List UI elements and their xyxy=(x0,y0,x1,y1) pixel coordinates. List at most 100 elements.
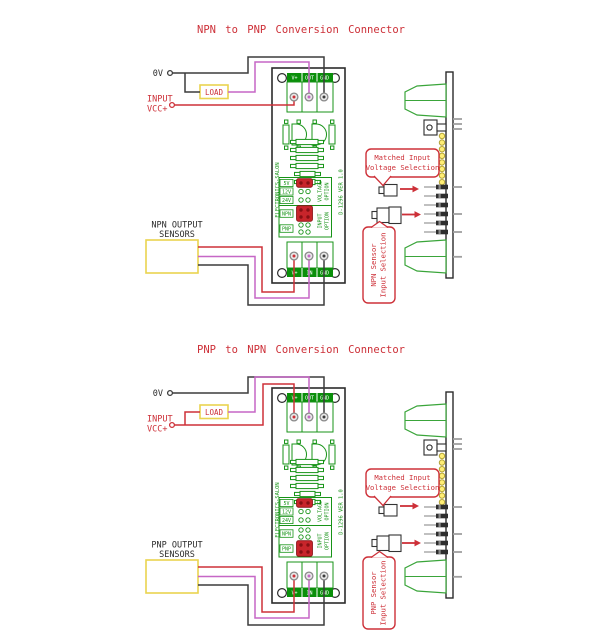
zero-v-terminal xyxy=(166,69,174,77)
wire-load-out xyxy=(228,376,310,417)
pin-shaft xyxy=(424,186,437,188)
sensors-box xyxy=(145,239,199,274)
pin-housing xyxy=(436,184,448,190)
board-pin-right xyxy=(453,443,462,445)
pin-housing xyxy=(436,522,448,528)
pin-highlight xyxy=(438,504,441,510)
terminal-screw-dot xyxy=(322,574,326,578)
pin-shaft xyxy=(424,515,437,517)
header-socket xyxy=(438,132,446,140)
header-socket-column xyxy=(438,132,446,186)
input-selection-arrow xyxy=(402,211,421,218)
pin-highlight xyxy=(438,531,441,537)
callout-input-line1: PNP Sensor xyxy=(369,571,378,615)
pin-highlight xyxy=(438,549,441,555)
mounting-hole xyxy=(277,392,288,403)
wire-sensor-vplus xyxy=(198,566,295,613)
callout-tail xyxy=(370,220,389,229)
pin-shaft xyxy=(424,506,437,508)
pin-shaft xyxy=(424,551,437,553)
diagram-npn-to-pnp: NPN to PNP Conversion Connector0VLOADINP… xyxy=(145,24,462,306)
input-vcc-label-line2: VCC+ xyxy=(147,105,167,115)
side-board xyxy=(445,71,454,279)
open-pin xyxy=(298,527,304,533)
header-socket xyxy=(438,139,446,146)
voltage-row-label-box xyxy=(279,507,294,516)
pin-housing xyxy=(436,193,448,199)
open-pin xyxy=(298,534,304,540)
board-pin-right xyxy=(453,575,462,578)
terminal-screw-dot xyxy=(292,415,296,419)
header-socket xyxy=(438,479,446,486)
mounting-hole xyxy=(277,588,288,599)
pin-highlight xyxy=(438,229,441,235)
pin-highlight xyxy=(438,540,441,546)
open-pin xyxy=(298,517,304,523)
input-vcc-terminal xyxy=(168,101,176,109)
input-jumper xyxy=(296,205,313,222)
jumper-pin xyxy=(306,181,310,185)
input-option-text: INPUT xyxy=(317,213,323,228)
pin-housing xyxy=(436,531,448,537)
pin-housing xyxy=(436,540,448,546)
wire-0v xyxy=(170,56,325,97)
side-terminal-bottom xyxy=(404,239,447,274)
zero-v-terminal xyxy=(166,389,174,397)
pin-housing xyxy=(436,504,448,510)
terminal-screw-dot xyxy=(307,95,311,99)
pin-shaft xyxy=(424,204,437,206)
jumper-pin xyxy=(299,215,303,219)
wire-sensor-in xyxy=(198,575,310,619)
sensors-label-line2: SENSORS xyxy=(159,230,195,240)
pin-highlight xyxy=(438,211,441,217)
resistor-network xyxy=(290,458,324,506)
mounting-hole xyxy=(277,268,288,279)
side-board xyxy=(445,391,454,599)
header-socket xyxy=(438,452,446,460)
side-transistor xyxy=(423,119,447,136)
wire-load-branch xyxy=(184,73,200,93)
pin-housing xyxy=(436,211,448,217)
input-vcc-terminal xyxy=(168,421,176,429)
board-pin-right xyxy=(453,118,462,120)
pin-shaft xyxy=(424,542,437,544)
open-pin xyxy=(305,197,311,203)
header-socket xyxy=(438,159,446,166)
pin-header xyxy=(424,184,462,235)
voltage-row-label-box xyxy=(279,187,294,196)
callout-tail xyxy=(373,175,392,187)
pin-shaft xyxy=(424,213,437,215)
terminal-screw-dot xyxy=(292,254,296,258)
pin-highlight xyxy=(438,202,441,208)
callout-tail xyxy=(373,495,392,507)
pnp-label-box xyxy=(279,544,294,553)
voltage-row-label-box xyxy=(279,195,294,204)
open-pin xyxy=(298,222,304,228)
board-pin-right xyxy=(453,123,462,125)
callout-input-line2: Input Selection xyxy=(379,233,388,298)
voltage-option-text: VOLTAGE xyxy=(317,501,323,522)
input-option-text: OPTION xyxy=(324,212,330,230)
jumper-shunt-single xyxy=(378,183,398,197)
callout-voltage-line2: Voltage Selection xyxy=(366,163,440,172)
board-pin-right xyxy=(453,186,462,188)
terminal-screw-dot xyxy=(292,95,296,99)
input-vcc-label-line1: INPUT xyxy=(147,415,173,425)
open-pin xyxy=(305,517,311,523)
open-pin xyxy=(305,534,311,540)
input-option-frame xyxy=(278,525,332,558)
sensors-label-line1: NPN OUTPUT xyxy=(151,221,202,231)
pin-housing xyxy=(436,220,448,226)
board-pin-right xyxy=(453,438,462,440)
pin-housing xyxy=(436,513,448,519)
terminal-screw-dot xyxy=(307,415,311,419)
wire-vcc xyxy=(172,383,295,426)
header-socket xyxy=(438,472,446,480)
pin-shaft xyxy=(424,222,437,224)
